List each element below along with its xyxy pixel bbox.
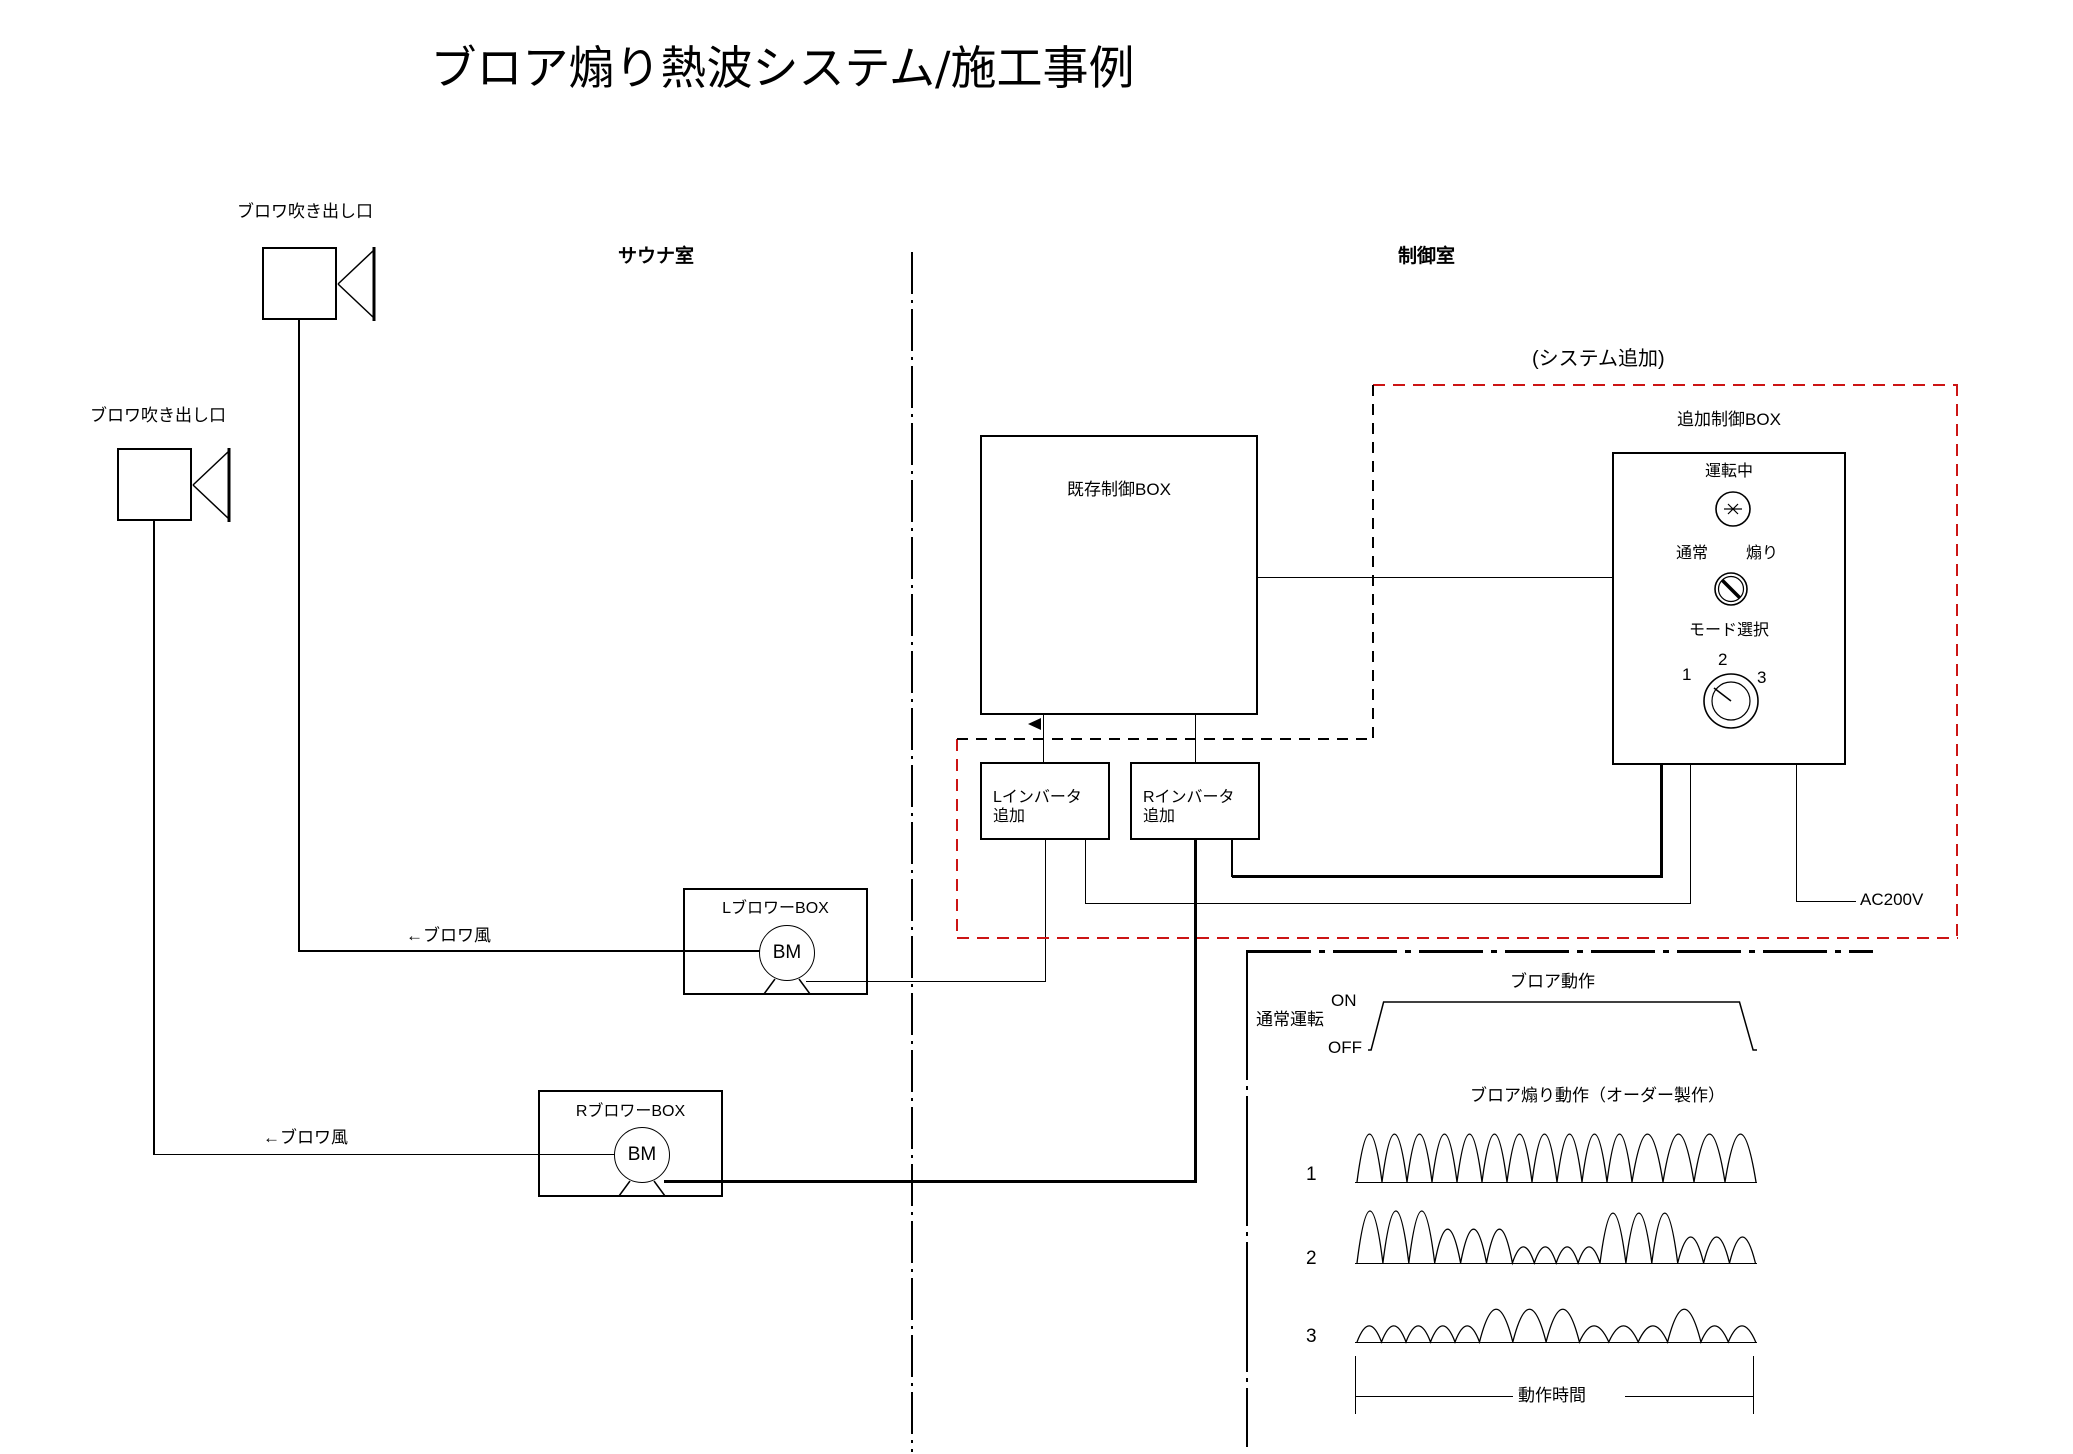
- existing-control-box-label: 既存制御BOX: [1067, 480, 1171, 499]
- wire-rblower-out-h: [664, 1180, 1197, 1183]
- duration-tick-left: [1355, 1356, 1356, 1414]
- junction-arrow-icon: [1028, 718, 1041, 730]
- system-addition-notch-vertical: [1372, 385, 1374, 740]
- wave-baseline-1: [1355, 1182, 1757, 1183]
- wire-rblower-out-v: [1194, 840, 1197, 1183]
- wire-ac-power-v: [1796, 765, 1797, 902]
- wire-additional-out-thick-v: [1660, 765, 1663, 878]
- chart2-title: ブロア煽り動作（オーダー製作）: [1470, 1086, 1725, 1105]
- wind-arrow1-label: ←ブロワ風: [406, 926, 491, 945]
- switch-normal-label: 通常: [1676, 545, 1709, 562]
- mode-label-2: 2: [1306, 1248, 1317, 1269]
- wind-arrow2-label: ←ブロワ風: [263, 1128, 348, 1147]
- wire-additional-to-rinverter-h: [1232, 875, 1662, 878]
- running-lamp-icon: [1715, 491, 1751, 527]
- chart-trapezoid-path: [1368, 1001, 1757, 1051]
- wire-additional-to-linverter-h: [1085, 903, 1691, 904]
- horn2-icon: [192, 448, 231, 522]
- duration-line-left: [1355, 1396, 1513, 1397]
- wave-path-3: [1356, 1308, 1757, 1345]
- wire-existing-to-additional: [1258, 577, 1612, 578]
- system-addition-border-top: [1373, 384, 1958, 386]
- l-blower-motor-label: BM: [772, 942, 802, 963]
- switch-aori-label: 煽り: [1746, 545, 1779, 562]
- existing-control-box: [980, 435, 1258, 715]
- r-motor-legs-icon: [618, 1180, 666, 1197]
- mode-dial-icon: [1703, 673, 1759, 729]
- l-blower-box: [683, 888, 868, 995]
- wave-path-1: [1356, 1133, 1757, 1183]
- wire-ac-power-h: [1796, 901, 1856, 902]
- additional-control-box-label: 追加制御BOX: [1677, 410, 1781, 429]
- l-inverter-label: Lインバータ 追加: [993, 788, 1082, 826]
- l-inverter-label-line2: 追加: [993, 808, 1026, 825]
- wire-linverter-aux-v: [1085, 840, 1086, 903]
- blower-outlet2-label: ブロワ吹き出し口: [90, 406, 226, 425]
- r-inverter-label-line1: Rインバータ: [1143, 789, 1235, 806]
- off-label: OFF: [1328, 1038, 1362, 1057]
- running-lamp-label: 運転中: [1704, 463, 1753, 480]
- mode-label-3: 3: [1306, 1326, 1317, 1347]
- mode-switch-icon: [1714, 572, 1748, 606]
- room-divider-line: [911, 252, 913, 1452]
- blower-outlet1-label: ブロワ吹き出し口: [237, 202, 373, 221]
- sauna-room-label: サウナ室: [618, 246, 695, 267]
- wire-outlet2-to-rblower: [153, 1154, 615, 1155]
- ac-power-label: AC200V: [1860, 890, 1924, 909]
- chart1-title: ブロア動作: [1510, 972, 1595, 991]
- waveform-panel-border-left: [1246, 950, 1248, 1447]
- dial-number-2: 2: [1718, 650, 1728, 669]
- blower-outlet1-box: [262, 247, 337, 320]
- system-addition-caption: (システム追加): [1532, 348, 1665, 370]
- mode-select-label: モード選択: [1688, 622, 1769, 639]
- wave-path-2: [1356, 1210, 1757, 1266]
- l-blower-label: LブロワーBOX: [722, 900, 829, 917]
- r-blower-box: [538, 1090, 723, 1197]
- l-motor-legs-icon: [763, 978, 811, 995]
- duration-label: 動作時間: [1518, 1386, 1586, 1405]
- l-inverter-box: [980, 762, 1110, 840]
- system-addition-border-left-lower: [956, 739, 958, 939]
- r-inverter-label: Rインバータ 追加: [1143, 788, 1235, 826]
- mode-label-1: 1: [1306, 1164, 1317, 1185]
- system-addition-border-right: [1956, 384, 1958, 939]
- horn1-icon: [337, 247, 376, 321]
- dial-number-1: 1: [1682, 665, 1692, 684]
- wire-outlet2-down: [153, 521, 155, 1155]
- system-addition-border-bottom: [957, 937, 1958, 939]
- control-room-label: 制御室: [1398, 246, 1456, 267]
- r-blower-motor-label: BM: [627, 1144, 657, 1165]
- wire-additional-out-mid-v: [1690, 765, 1691, 904]
- wire-outlet1-down: [298, 320, 300, 952]
- duration-line-right: [1625, 1396, 1754, 1397]
- duration-tick-right: [1753, 1356, 1754, 1414]
- additional-control-box: [1612, 452, 1846, 765]
- wire-lblower-out-v: [1045, 840, 1046, 982]
- wire-lblower-out-h: [806, 981, 1046, 982]
- page-title: ブロア煽り熱波システム/施工事例: [430, 41, 1135, 95]
- r-inverter-box: [1130, 762, 1260, 840]
- wire-rinverter-aux-v: [1231, 840, 1233, 877]
- waveform-panel-border-top: [1247, 950, 1873, 953]
- r-inverter-label-line2: 追加: [1143, 808, 1176, 825]
- l-blower-motor-circle: [759, 925, 815, 981]
- blower-outlet2-box: [117, 448, 192, 521]
- system-addition-notch-horizontal: [957, 738, 1374, 740]
- dial-number-3: 3: [1757, 668, 1767, 687]
- wave-baseline-3: [1355, 1342, 1757, 1343]
- r-blower-label: RブロワーBOX: [575, 1103, 686, 1120]
- r-blower-motor-circle: [614, 1127, 670, 1183]
- l-inverter-label-line1: Lインバータ: [993, 789, 1082, 806]
- normal-operation-label: 通常運転: [1256, 1010, 1324, 1029]
- on-label: ON: [1331, 991, 1357, 1010]
- wire-outlet1-to-lblower: [298, 950, 760, 952]
